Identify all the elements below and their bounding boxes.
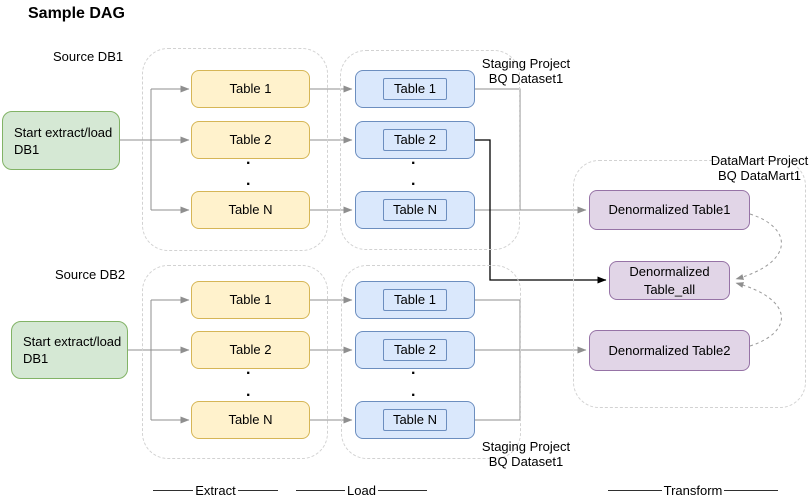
extract-table-n-db2: Table N	[191, 401, 310, 439]
load-table-n-db2: Table N	[355, 401, 475, 439]
source-db1-label: Source DB1	[53, 49, 124, 64]
ellipsis-dot: .	[246, 383, 251, 400]
extract-table-n-db1: Table N	[191, 191, 310, 229]
load-table-2-db1-inner: Table 2	[383, 129, 447, 151]
legend-line	[237, 489, 278, 491]
load-table-2-db2: Table 2	[355, 331, 475, 369]
load-table-2-db1: Table 2	[355, 121, 475, 159]
extract-table-2-db1: Table 2	[191, 121, 310, 159]
load-table-1-db2-inner: Table 1	[383, 289, 447, 311]
load-table-n-db1-inner: Table N	[383, 199, 447, 221]
ellipsis-dot: .	[246, 172, 251, 189]
source-db2-label: Source DB2	[55, 267, 126, 282]
legend-line	[296, 489, 346, 491]
denormalized-table1-node: Denormalized Table1	[589, 190, 750, 230]
legend-load: Load	[296, 482, 428, 498]
legend-line	[724, 489, 778, 491]
legend-line	[153, 489, 194, 491]
extract-table-1-db1: Table 1	[191, 70, 310, 108]
datamart-label: DataMart Project BQ DataMart1	[710, 153, 809, 183]
legend-transform-label: Transform	[661, 482, 725, 498]
start-extract-db2-node: Start extract/load DB1	[11, 321, 128, 379]
load-container-db1	[340, 50, 520, 250]
load-table-1-db1-inner: Table 1	[383, 78, 447, 100]
ellipsis-dot: .	[411, 172, 416, 189]
legend-transform: Transform	[608, 482, 778, 498]
ellipsis-dot: .	[246, 361, 251, 378]
extract-container-db1	[142, 48, 328, 251]
denormalized-table2-node: Denormalized Table2	[589, 330, 750, 371]
ellipsis-dot: .	[411, 151, 416, 168]
extract-table-1-db2: Table 1	[191, 281, 310, 319]
diagram-title: Sample DAG	[28, 5, 125, 22]
legend-extract: Extract	[153, 482, 278, 498]
legend-line	[608, 489, 662, 491]
datamart-container	[573, 160, 806, 408]
extract-table-2-db2: Table 2	[191, 331, 310, 369]
load-container-db2	[341, 265, 521, 459]
ellipsis-dot: .	[411, 361, 416, 378]
start-extract-db1-node: Start extract/load DB1	[2, 111, 120, 170]
denormalized-table-all-node: Denormalized Table_all	[609, 261, 730, 300]
staging-label-db1: Staging Project BQ Dataset1	[481, 56, 571, 86]
ellipsis-dot: .	[411, 383, 416, 400]
legend-load-label: Load	[345, 482, 378, 498]
legend-line	[377, 489, 428, 491]
ellipsis-dot: .	[246, 151, 251, 168]
load-table-n-db1: Table N	[355, 191, 475, 229]
load-table-n-db2-inner: Table N	[383, 409, 447, 431]
legend-extract-label: Extract	[193, 482, 238, 498]
staging-label-db2: Staging Project BQ Dataset1	[481, 439, 571, 469]
load-table-1-db1: Table 1	[355, 70, 475, 108]
extract-container-db2	[142, 265, 328, 459]
load-table-1-db2: Table 1	[355, 281, 475, 319]
load-table-2-db2-inner: Table 2	[383, 339, 447, 361]
